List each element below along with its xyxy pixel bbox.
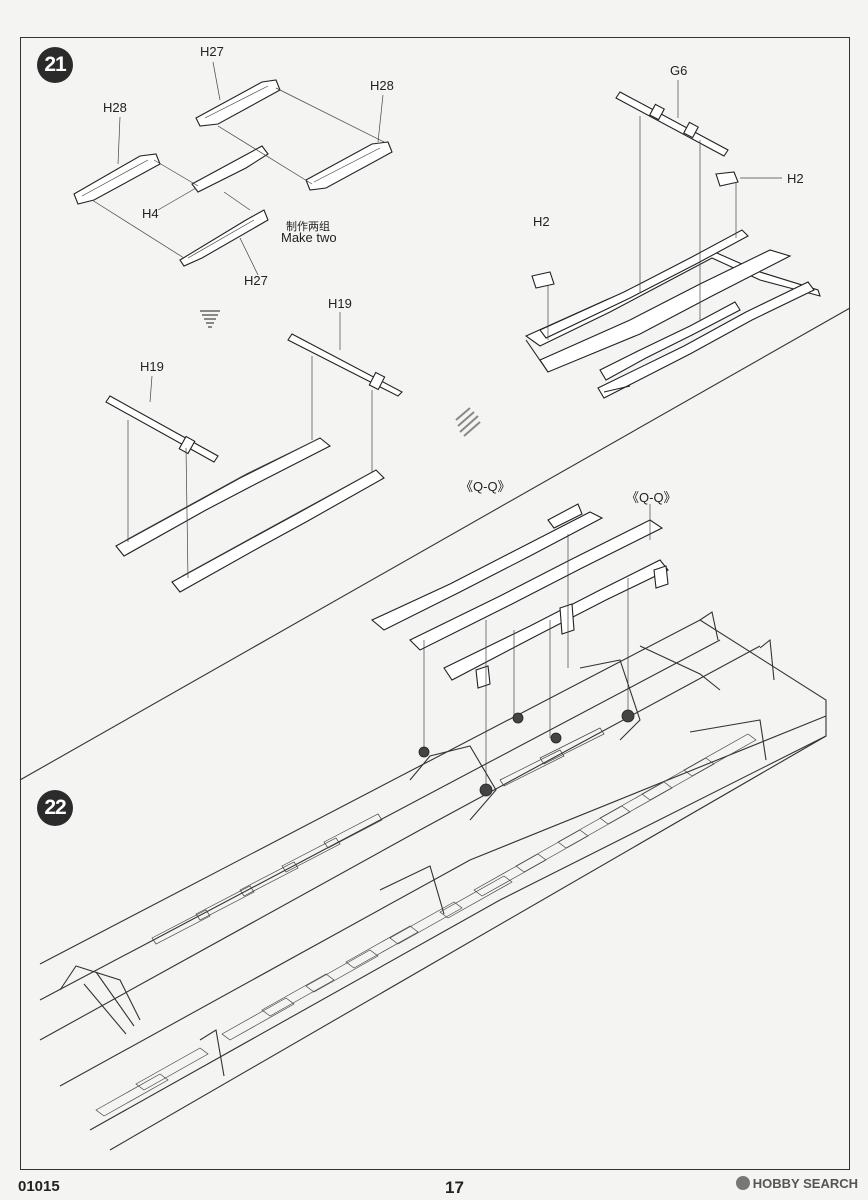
arrow-diagonal-icon: [455, 407, 481, 437]
make-two-english: Make two: [281, 230, 337, 245]
h2-left-part: [531, 271, 555, 289]
step-22-badge: 22: [37, 790, 73, 826]
hobby-search-watermark: HOBBY SEARCH: [735, 1176, 858, 1191]
label-qq-right: 《Q-Q》: [626, 490, 677, 505]
label-h28-left: H28: [103, 100, 127, 115]
label-h19-left: H19: [140, 359, 164, 374]
hobby-search-logo-icon: [735, 1176, 750, 1190]
page-number: 17: [445, 1178, 464, 1197]
label-h27-bottom: H27: [244, 273, 268, 288]
arrow-down-icon: [200, 310, 220, 328]
label-qq-center: 《Q-Q》: [460, 479, 511, 494]
label-h2-left: H2: [533, 214, 550, 229]
h4-part: [191, 145, 269, 193]
h27-bottom-part: [179, 209, 269, 267]
label-h4: H4: [142, 206, 159, 221]
h28-left-part: [73, 153, 161, 205]
h2-right-part: [715, 171, 739, 187]
label-h19-top: H19: [328, 296, 352, 311]
g6-axle-part: [615, 91, 729, 157]
step-divider: [19, 307, 851, 781]
chassis-frame-assembled: [524, 229, 821, 399]
watermark-text: HOBBY SEARCH: [752, 1176, 858, 1191]
suspension-rail-upper: [115, 437, 332, 557]
h19-axle-left: [105, 395, 219, 463]
step-21-badge: 21: [37, 47, 73, 83]
suspension-assembly-q: [370, 503, 669, 689]
label-g6: G6: [670, 63, 688, 78]
h27-top-part: [195, 79, 281, 127]
page-frame: [20, 37, 850, 1170]
h19-axle-top: [287, 333, 403, 397]
product-code: 01015: [18, 1178, 60, 1195]
label-h27-top: H27: [200, 44, 224, 59]
make-two-chinese: 制作两组: [286, 221, 330, 233]
h28-right-part: [305, 141, 393, 191]
main-chassis-frame: [39, 611, 827, 1151]
axle-mount-detail: [418, 709, 635, 797]
suspension-rail-lower: [171, 469, 385, 593]
label-h28-right: H28: [370, 78, 394, 93]
label-h2-right: H2: [787, 171, 804, 186]
